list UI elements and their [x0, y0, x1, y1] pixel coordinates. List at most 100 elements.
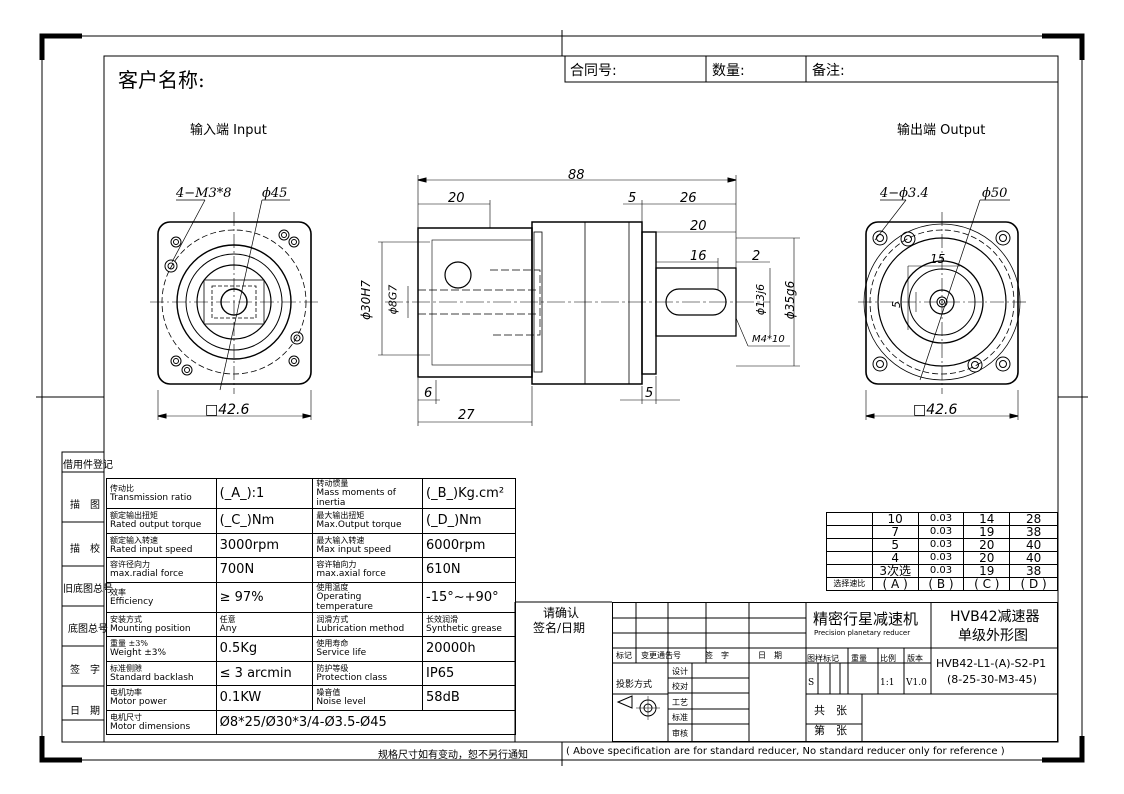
ratio-footer-cell: ( D ) — [1009, 577, 1058, 591]
dim-27: 27 — [458, 408, 475, 423]
dim-2: 2 — [752, 249, 761, 264]
ratio-cell: 0.03 — [917, 564, 965, 578]
dim-30h7: ϕ30H7 — [358, 280, 373, 320]
ratio-cell: 0.03 — [917, 525, 965, 539]
ratio-blank-cell — [826, 538, 873, 552]
left-col-sign: 签 字 — [70, 665, 100, 676]
tb-company-en: Precision planetary reducer — [814, 629, 911, 637]
ratio-blank-cell — [826, 525, 873, 539]
spec-value: (_D_)Nm — [422, 508, 516, 534]
dim-26: 26 — [680, 191, 697, 206]
ratio-footer-row: 选择速比( A )( B )( C )( D ) — [826, 577, 1058, 591]
output-holes-dim: 4−ϕ3.4 — [880, 186, 929, 201]
ratio-cell: 40 — [1009, 551, 1058, 565]
ratio-cell: 40 — [1009, 538, 1058, 552]
spec-value: 0.5Kg — [215, 636, 314, 662]
input-holes-dim: 4−M3*8 — [176, 186, 232, 201]
tb-code: HVB42-L1-(A)-S2-P1 — [936, 657, 1047, 670]
left-col-old: 旧底图总号 — [63, 584, 113, 595]
tb-label-date: 日 期 — [758, 651, 782, 660]
ratio-blank-cell — [826, 564, 873, 578]
spec-value: 6000rpm — [422, 532, 516, 558]
ratio-footer-cell: ( B ) — [917, 577, 965, 591]
ratio-cell: 19 — [963, 525, 1011, 539]
tb-role-check: 校对 — [672, 682, 688, 691]
ratio-cell: 4 — [871, 551, 919, 565]
input-pcd-dim: ϕ45 — [262, 186, 288, 201]
title-block-grid — [612, 602, 1058, 742]
dim-20a: 20 — [448, 191, 465, 206]
ratio-cell: 20 — [963, 538, 1011, 552]
tb-scale: 1:1 — [880, 678, 895, 688]
ratio-cell: 14 — [963, 512, 1011, 526]
ratio-cell: 28 — [1009, 512, 1058, 526]
tb-company-zh: 精密行星减速机 — [813, 610, 919, 628]
ratio-footer-cell: ( A ) — [871, 577, 919, 591]
ratio-cell: 0.03 — [917, 512, 965, 526]
output-view-label: 输出端 Output — [897, 123, 986, 138]
tb-total: 共 张 — [814, 704, 847, 717]
tb-sheet: 第 张 — [814, 724, 847, 737]
tb-projection: 投影方式 — [616, 680, 653, 690]
ratio-cell: 5 — [871, 538, 919, 552]
output-square-dim: □42.6 — [913, 402, 958, 418]
contract-label: 合同号: — [570, 63, 617, 79]
spec-value: ≤ 3 arcmin — [215, 660, 314, 686]
remark-label: 备注: — [812, 63, 845, 79]
dim-20b: 20 — [690, 219, 707, 234]
tb-scale-label: 比例 — [880, 654, 896, 663]
spec-value: IP65 — [422, 660, 516, 686]
dim-16: 16 — [690, 249, 707, 264]
input-view — [150, 199, 318, 420]
ratio-footer-label: 选择速比 — [826, 577, 873, 591]
output-view — [858, 199, 1026, 420]
confirm-line2: 签名/日期 — [533, 621, 586, 635]
footer-note-zh: 规格尺寸如有变动，恕不另行通知 — [378, 750, 528, 761]
spec-value: 700N — [215, 557, 314, 583]
spec-value: ≥ 97% — [215, 581, 314, 613]
tb-role-process: 工艺 — [672, 698, 688, 707]
tb-code2: (8-25-30-M3-45) — [947, 673, 1037, 686]
ratio-cell: 19 — [963, 564, 1011, 578]
ratio-cell: 38 — [1009, 525, 1058, 539]
ratio-footer-cell: ( C ) — [963, 577, 1011, 591]
dim-5a: 5 — [628, 191, 637, 206]
ratio-cell: 10 — [871, 512, 919, 526]
ratio-cell: 0.03 — [917, 551, 965, 565]
left-col-borrow: 借用件登记 — [63, 460, 113, 471]
spec-value: 58dB — [422, 685, 516, 711]
spec-value: (_A_):1 — [215, 478, 314, 509]
ratio-blank-cell — [826, 551, 873, 565]
spec-value: Ø8*25/Ø30*3/4-Ø3.5-Ø45 — [215, 709, 517, 735]
ratio-cell: 38 — [1009, 564, 1058, 578]
dim-35g6: ϕ35g6 — [783, 280, 798, 320]
spec-value: -15°~+90° — [422, 581, 516, 613]
ratio-cell: 20 — [963, 551, 1011, 565]
